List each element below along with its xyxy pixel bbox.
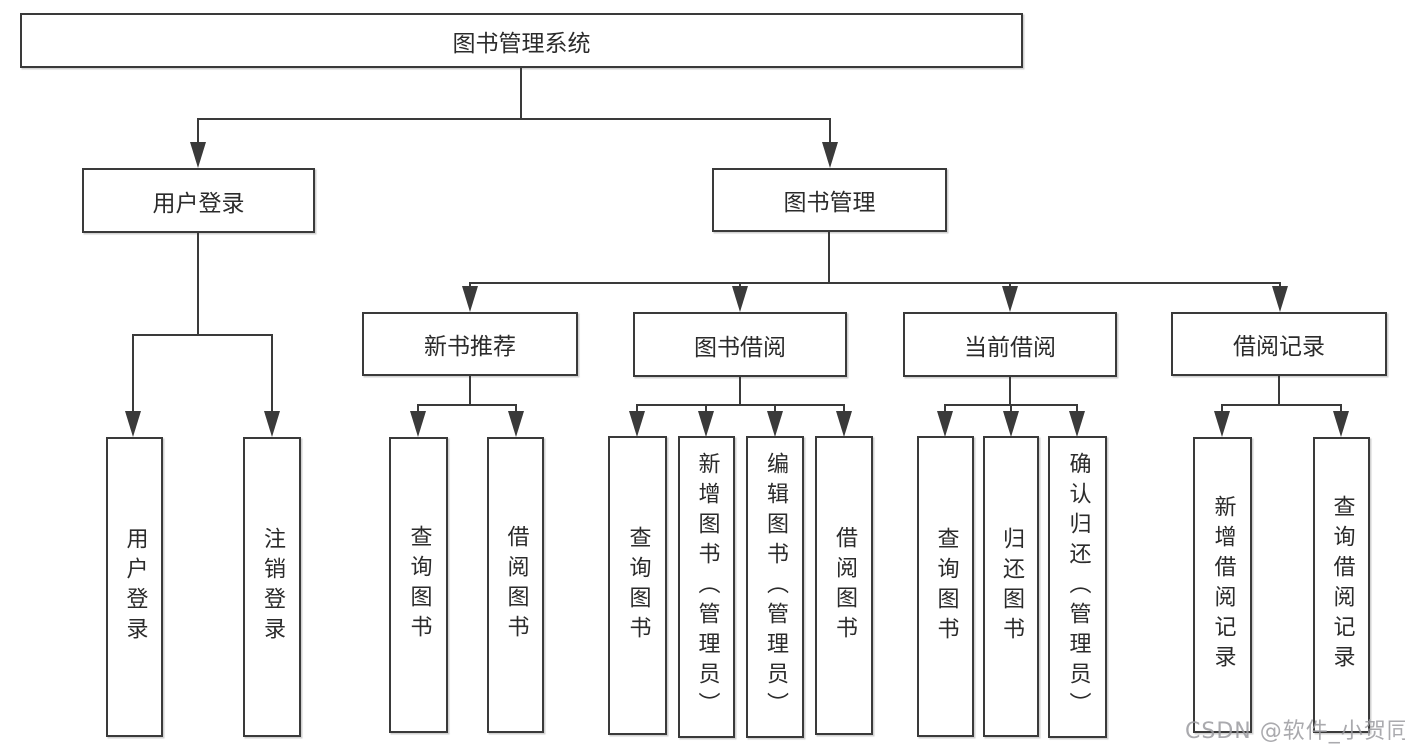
- leaf-logout: 注销登录: [243, 437, 301, 737]
- connector-drop-user-login: [197, 118, 199, 146]
- leaf-confirm-return-admin-label: 确认归还（管理员）: [1065, 452, 1091, 722]
- leaf-query-borrow-record: 查询借阅记录: [1313, 437, 1370, 733]
- connector-book-mgmt-stem: [828, 232, 830, 282]
- connector-user-login-stem: [197, 233, 199, 336]
- connector-drop-logout-leaf: [271, 334, 273, 412]
- arrowhead-down-icon: [1214, 411, 1230, 437]
- leaf-confirm-return-admin: 确认归还（管理员）: [1048, 436, 1107, 738]
- arrowhead-down-icon: [836, 411, 852, 437]
- node-book-borrow: 图书借阅: [633, 312, 847, 377]
- connector-new-book-bar: [417, 404, 517, 406]
- connector-drop-book-mgmt: [829, 118, 831, 146]
- arrowhead-down-icon: [125, 411, 141, 437]
- connector-root-bar: [197, 118, 831, 120]
- leaf-add-books-admin-label: 新增图书（管理员）: [694, 452, 720, 722]
- leaf-user-login-label: 用户登录: [122, 527, 148, 647]
- arrowhead-down-icon: [410, 411, 426, 437]
- leaf-query-books-2: 查询图书: [608, 436, 667, 735]
- connector-book-borrow-bar: [636, 404, 845, 406]
- arrowhead-down-icon: [732, 286, 748, 312]
- node-root: 图书管理系统: [20, 13, 1023, 68]
- node-new-book-rec-label: 新书推荐: [424, 334, 516, 360]
- leaf-return-books: 归还图书: [983, 436, 1039, 737]
- connector-drop: [944, 404, 946, 414]
- connector-borrow-records-stem: [1278, 376, 1280, 406]
- arrowhead-down-icon: [698, 411, 714, 437]
- csdn-watermark: CSDN @软件_小贺同学: [1185, 719, 1405, 744]
- node-new-book-rec: 新书推荐: [362, 312, 578, 376]
- arrowhead-down-icon: [767, 411, 783, 437]
- arrowhead-down-icon: [937, 411, 953, 437]
- connector-drop: [1010, 404, 1012, 414]
- node-book-mgmt-label: 图书管理: [783, 190, 876, 216]
- leaf-borrow-books-2-label: 借阅图书: [832, 525, 857, 646]
- leaf-query-borrow-record-label: 查询借阅记录: [1329, 495, 1355, 675]
- leaf-add-borrow-record-label: 新增借阅记录: [1210, 495, 1236, 675]
- leaf-return-books-label: 归还图书: [999, 526, 1024, 647]
- connector-drop: [1076, 404, 1078, 414]
- node-current-borrow: 当前借阅: [903, 312, 1117, 377]
- leaf-add-books-admin: 新增图书（管理员）: [678, 436, 735, 738]
- connector-drop: [417, 404, 419, 414]
- arrowhead-down-icon: [1272, 286, 1288, 312]
- leaf-query-books-3: 查询图书: [917, 436, 974, 737]
- leaf-logout-label: 注销登录: [260, 527, 285, 647]
- node-book-mgmt: 图书管理: [712, 168, 947, 232]
- connector-book-borrow-stem: [739, 377, 741, 406]
- connector-current-borrow-stem: [1009, 377, 1011, 406]
- arrowhead-down-icon: [1003, 411, 1019, 437]
- connector-drop: [705, 404, 707, 414]
- arrowhead-down-icon: [1333, 411, 1349, 437]
- arrowhead-down-icon: [1002, 286, 1018, 312]
- node-user-login-label: 用户登录: [152, 190, 245, 217]
- connector-drop: [1340, 404, 1342, 414]
- arrowhead-down-icon: [190, 142, 206, 168]
- leaf-add-borrow-record: 新增借阅记录: [1193, 437, 1252, 733]
- connector-drop: [636, 404, 638, 414]
- leaf-query-books-3-label: 查询图书: [933, 526, 959, 647]
- arrowhead-down-icon: [462, 286, 478, 312]
- connector-drop: [515, 404, 517, 414]
- leaf-user-login: 用户登录: [106, 437, 163, 737]
- node-user-login: 用户登录: [82, 168, 315, 233]
- connector-drop: [1221, 404, 1223, 414]
- node-root-label: 图书管理系统: [452, 30, 591, 57]
- connector-book-mgmt-bar: [469, 282, 1281, 284]
- connector-drop: [774, 404, 776, 414]
- connector-user-login-bar: [132, 334, 273, 336]
- leaf-query-books-1: 查询图书: [389, 437, 448, 733]
- leaf-borrow-books-1-label: 借阅图书: [503, 525, 529, 645]
- connector-root-stem: [520, 68, 522, 118]
- leaf-borrow-books-2: 借阅图书: [815, 436, 873, 735]
- arrowhead-down-icon: [1069, 411, 1085, 437]
- leaf-query-books-2-label: 查询图书: [625, 525, 651, 646]
- node-borrow-records-label: 借阅记录: [1233, 334, 1325, 360]
- arrowhead-down-icon: [264, 411, 280, 437]
- leaf-query-books-1-label: 查询图书: [406, 525, 432, 645]
- leaf-edit-books-admin-label: 编辑图书（管理员）: [763, 452, 788, 722]
- connector-drop: [843, 404, 845, 414]
- leaf-borrow-books-1: 借阅图书: [487, 437, 544, 733]
- arrowhead-down-icon: [822, 142, 838, 168]
- connector-drop-login-leaf: [132, 334, 134, 412]
- node-current-borrow-label: 当前借阅: [964, 334, 1056, 361]
- connector-borrow-records-bar: [1221, 404, 1342, 406]
- node-book-borrow-label: 图书借阅: [694, 334, 786, 361]
- node-borrow-records: 借阅记录: [1171, 312, 1387, 376]
- arrowhead-down-icon: [629, 411, 645, 437]
- connector-new-book-stem: [469, 376, 471, 406]
- arrowhead-down-icon: [508, 411, 524, 437]
- leaf-edit-books-admin: 编辑图书（管理员）: [746, 436, 804, 738]
